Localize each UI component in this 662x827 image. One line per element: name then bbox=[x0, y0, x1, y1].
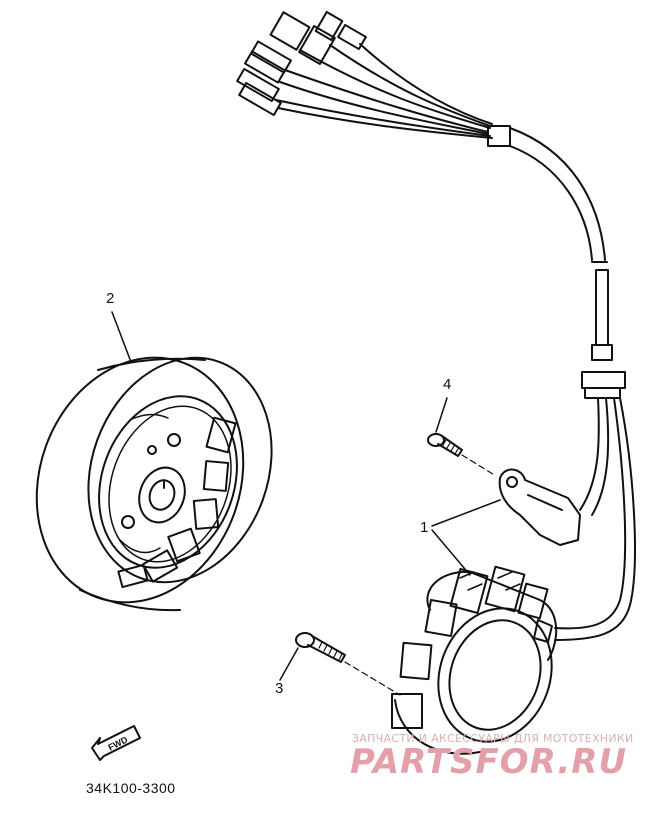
screw-3 bbox=[295, 632, 346, 663]
fwd-arrow-icon bbox=[91, 725, 141, 761]
leader-line-4 bbox=[435, 397, 448, 433]
screw-4 bbox=[427, 433, 463, 457]
axis-line-3 bbox=[344, 661, 401, 696]
callout-3: 3 bbox=[275, 680, 284, 697]
wire-harness bbox=[236, 10, 636, 641]
rotor-flywheel bbox=[35, 356, 273, 612]
leader-line-2 bbox=[111, 311, 132, 363]
callout-4: 4 bbox=[443, 376, 452, 393]
pickup-coil bbox=[498, 468, 581, 546]
stator-assembly bbox=[391, 565, 558, 755]
watermark-tagline: ЗАПЧАСТИ И АКСЕССУАРЫ ДЛЯ МОТОТЕХНИКИ bbox=[352, 732, 634, 745]
callout-2: 2 bbox=[106, 290, 115, 307]
watermark-brand: PARTSFOR.RU bbox=[350, 742, 628, 782]
callout-1: 1 bbox=[420, 519, 429, 536]
part-code: 34K100-3300 bbox=[86, 780, 176, 796]
axis-line-4 bbox=[461, 454, 497, 477]
leader-line-1a bbox=[431, 499, 501, 527]
leader-line-3 bbox=[279, 647, 299, 681]
leader-line-1b bbox=[431, 529, 471, 576]
